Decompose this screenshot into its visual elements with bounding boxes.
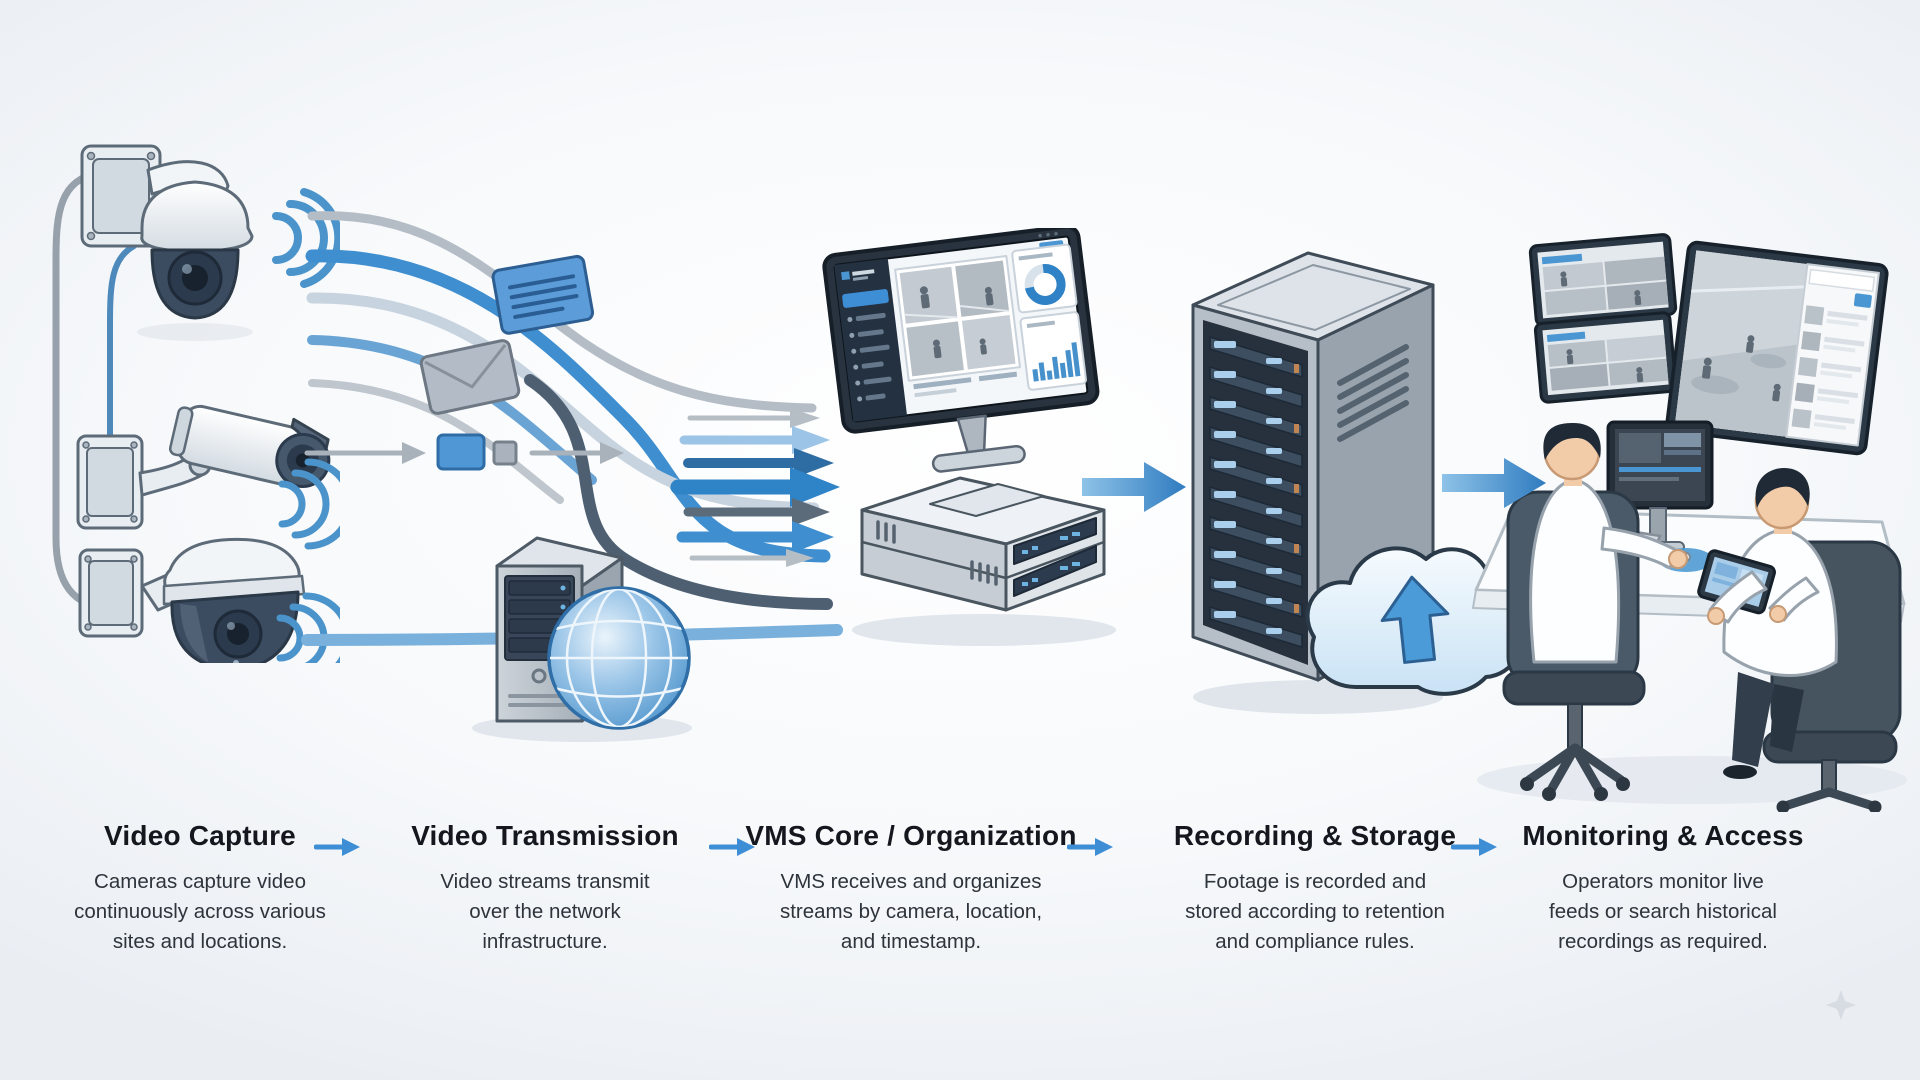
- vms-dashboard-icon: [834, 240, 1087, 422]
- operator-icon: [1529, 423, 1688, 664]
- donut-chart-icon: [1011, 243, 1078, 314]
- right-arrow-icon: [1067, 838, 1113, 856]
- stage-label-recording-storage: Recording & Storage Footage is recorded …: [1145, 820, 1485, 957]
- ptz-camera-icon: [78, 537, 306, 663]
- cctv-cameras-illustration: [52, 144, 340, 663]
- data-packet-icon: [491, 254, 595, 335]
- stage-description: Video streams transmit over the network …: [440, 870, 650, 953]
- cloud-upload-icon: [1305, 546, 1518, 696]
- network-streams-illustration: [301, 211, 843, 742]
- vms-workstation-illustration: [822, 228, 1116, 646]
- stage-label-video-transmission: Video Transmission Video streams transmi…: [385, 820, 705, 957]
- stage-description: Operators monitor live feeds or search h…: [1549, 870, 1777, 953]
- dome-camera-icon: [80, 144, 254, 341]
- stage-title: Monitoring & Access: [1522, 820, 1804, 851]
- right-arrow-icon: [1082, 462, 1186, 512]
- stage-label-monitoring-access: Monitoring & Access Operators monitor li…: [1493, 820, 1833, 957]
- right-arrow-icon: [314, 838, 360, 856]
- server-rack-illustration: [1191, 251, 1518, 714]
- operator-icon: [1697, 468, 1838, 779]
- stage-title: Video Transmission: [411, 820, 679, 851]
- control-room-illustration: [1472, 233, 1907, 812]
- wifi-waves-icon: [272, 188, 340, 288]
- sparkle-icon: [1826, 990, 1856, 1020]
- bar-chart-icon: [1019, 311, 1087, 391]
- wifi-waves-icon: [278, 458, 340, 550]
- stage-description: Cameras capture video continuously acros…: [74, 870, 326, 953]
- envelope-packet-icon: [419, 339, 521, 415]
- right-arrow-icon: [1451, 838, 1497, 856]
- globe-icon: [547, 586, 691, 730]
- bullet-camera-icon: [76, 404, 331, 530]
- stage-title: VMS Core / Organization: [745, 820, 1077, 851]
- packet-row: [304, 433, 624, 471]
- server-rack-icon: [1191, 251, 1443, 714]
- desktop-monitor-icon: [1606, 420, 1714, 553]
- stage-label-video-capture: Video Capture Cameras capture video cont…: [40, 820, 360, 957]
- stage-description: Footage is recorded and stored according…: [1185, 870, 1445, 953]
- nvr-recorder-icon: [852, 476, 1116, 646]
- stage-title: Video Capture: [104, 820, 296, 851]
- camera-grid-icon: [894, 254, 1021, 382]
- monitor-icon: [822, 228, 1100, 473]
- stage-label-vms-core: VMS Core / Organization VMS receives and…: [741, 820, 1081, 957]
- video-wall-icon: [1528, 233, 1889, 456]
- right-arrow-icon: [1442, 458, 1546, 508]
- stage-title: Recording & Storage: [1173, 820, 1457, 851]
- stage-description: VMS receives and organizes streams by ca…: [779, 870, 1043, 953]
- right-arrow-icon: [709, 838, 755, 856]
- converging-arrows-icon: [670, 408, 840, 567]
